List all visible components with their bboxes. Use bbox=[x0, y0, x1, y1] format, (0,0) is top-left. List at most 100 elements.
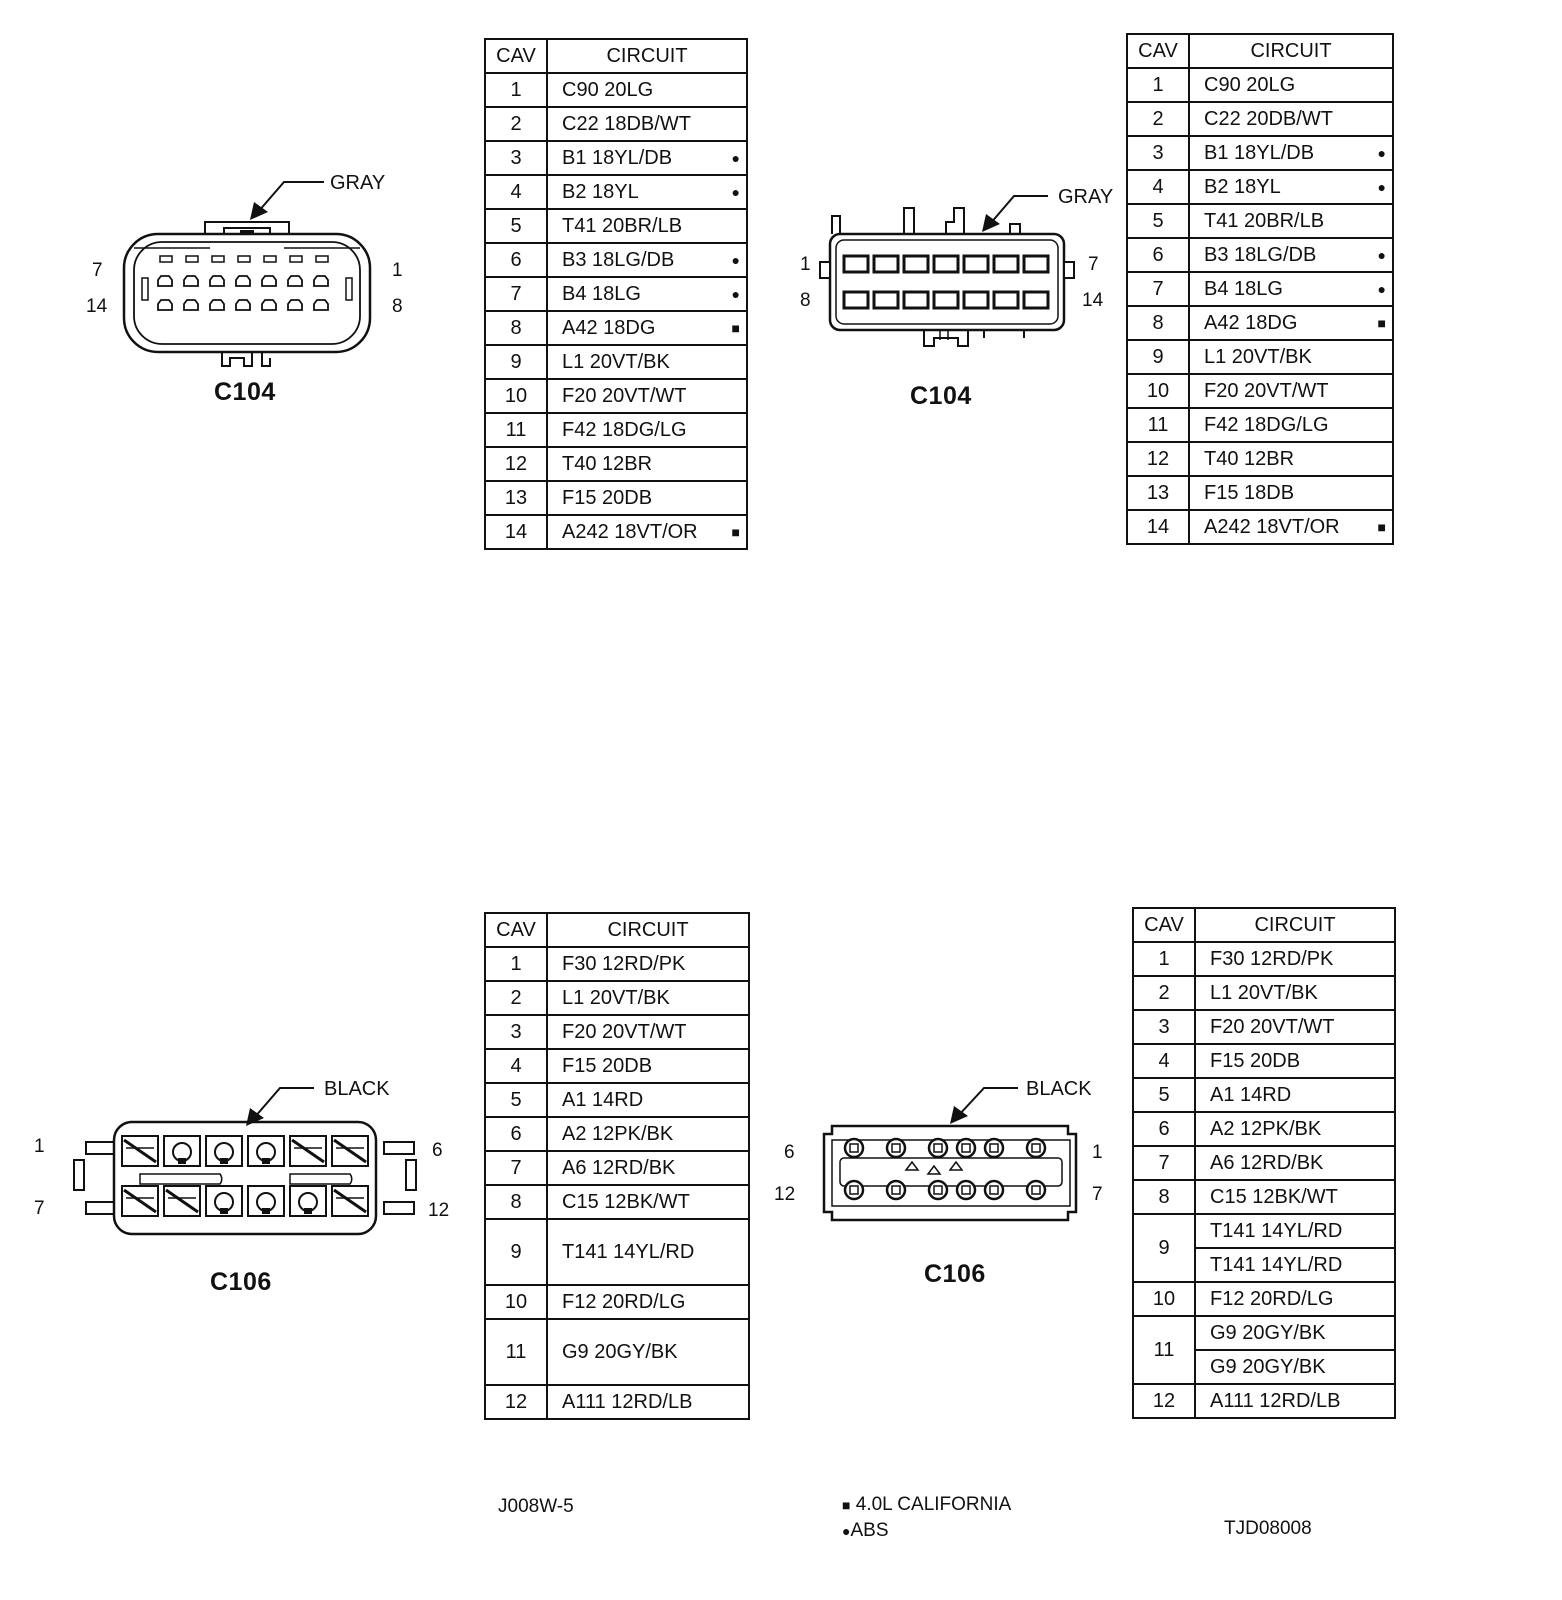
figure-code-right: TJD08008 bbox=[1224, 1518, 1312, 1539]
pin-terminal bbox=[235, 275, 251, 287]
circuit-text: T41 20BR/LB bbox=[1204, 209, 1325, 232]
cav-header: CAV bbox=[1126, 33, 1190, 69]
table-header-row: CAV CIRCUIT bbox=[1126, 33, 1394, 69]
circuit-cell: F12 20RD/LG bbox=[546, 1284, 750, 1320]
square-marker-icon: ■ bbox=[731, 320, 740, 336]
circuit-cell: T40 12BR bbox=[546, 446, 748, 482]
circuit-cell: B3 18LG/DB● bbox=[546, 242, 748, 278]
cav-cell: 12 bbox=[484, 446, 548, 482]
cav-cell: 13 bbox=[1126, 475, 1190, 511]
dot-marker-icon: ● bbox=[842, 1523, 851, 1539]
pin-cavity bbox=[842, 254, 870, 274]
cav-cell: 11 bbox=[484, 1318, 548, 1386]
cav-cell: 4 bbox=[484, 1048, 548, 1084]
slot bbox=[315, 255, 329, 263]
socket-center bbox=[933, 1143, 943, 1153]
blade-terminal bbox=[165, 1188, 199, 1214]
legend-text: ABS bbox=[850, 1520, 889, 1541]
circuit-text: T41 20BR/LB bbox=[562, 214, 683, 237]
pin-terminal bbox=[287, 299, 303, 311]
c104-female-pin-label-top-right: 7 bbox=[1088, 254, 1099, 275]
socket-center bbox=[1031, 1185, 1041, 1195]
key-mark bbox=[948, 1160, 964, 1171]
cav-cell: 7 bbox=[484, 1150, 548, 1186]
circuit-cell: C22 20DB/WT bbox=[1188, 101, 1394, 137]
c106-female-pin-label-top-left: 6 bbox=[784, 1142, 795, 1163]
cav-cell: 4 bbox=[1126, 169, 1190, 205]
pin-terminal bbox=[157, 275, 173, 287]
cav-cell: 6 bbox=[1126, 237, 1190, 273]
pin-cavity bbox=[992, 290, 1020, 310]
c104-female-connector-drawing bbox=[819, 207, 1075, 347]
cav-cell: 3 bbox=[484, 140, 548, 176]
circuit-text: A242 18VT/OR bbox=[1204, 515, 1340, 538]
blade-terminal bbox=[123, 1138, 157, 1164]
pin-terminal bbox=[313, 299, 329, 311]
cav-cell: 3 bbox=[484, 1014, 548, 1050]
dot-marker-icon: ● bbox=[731, 150, 740, 166]
circuit-cell: F15 20DB bbox=[546, 1048, 750, 1084]
slot bbox=[263, 255, 277, 263]
c104-male-pin-label-bottom-left: 14 bbox=[86, 296, 108, 317]
c104-male-pin-label-top-left: 7 bbox=[92, 260, 103, 281]
pin-terminal bbox=[209, 299, 225, 311]
cav-cell: 7 bbox=[1132, 1145, 1196, 1181]
c104-female-color-label: GRAY bbox=[1058, 186, 1114, 208]
socket-center bbox=[961, 1143, 971, 1153]
dot-marker-icon: ● bbox=[731, 184, 740, 200]
c106-male-pin-label-bottom-right: 12 bbox=[428, 1200, 450, 1221]
cav-cell: 3 bbox=[1132, 1009, 1196, 1045]
cav-cell: 8 bbox=[484, 1184, 548, 1220]
circuit-cell: B4 18LG● bbox=[546, 276, 748, 312]
circuit-cell: F30 12RD/PK bbox=[1194, 941, 1396, 977]
dot-marker-icon: ● bbox=[731, 286, 740, 302]
cav-cell: 1 bbox=[1132, 941, 1196, 977]
square-marker-icon: ■ bbox=[842, 1497, 851, 1513]
c106-male-pin-label-top-right: 6 bbox=[432, 1140, 443, 1161]
table-row: G9 20GY/BK bbox=[1133, 1349, 1396, 1385]
cav-cell: 11 bbox=[1132, 1315, 1196, 1385]
circuit-header: CIRCUIT bbox=[1188, 33, 1394, 69]
cavity-cell bbox=[205, 1135, 243, 1167]
cav-cell: 9 bbox=[484, 344, 548, 380]
legend-item-california: ■ 4.0L CALIFORNIA bbox=[842, 1492, 1011, 1518]
circuit-cell: A242 18VT/OR■ bbox=[1188, 509, 1394, 545]
socket-center bbox=[891, 1185, 901, 1195]
key-mark bbox=[926, 1164, 942, 1175]
socket-center bbox=[849, 1143, 859, 1153]
circuit-cell: F42 18DG/LG bbox=[1188, 407, 1394, 443]
socket-center bbox=[989, 1143, 999, 1153]
cav-cell: 8 bbox=[1126, 305, 1190, 341]
socket-center bbox=[989, 1185, 999, 1195]
circuit-cell: B1 18YL/DB● bbox=[1188, 135, 1394, 171]
cav-cell: 7 bbox=[1126, 271, 1190, 307]
circuit-cell: L1 20VT/BK bbox=[546, 344, 748, 380]
cav-cell: 11 bbox=[1126, 407, 1190, 443]
terminal-lock bbox=[220, 1208, 228, 1214]
socket-center bbox=[1031, 1143, 1041, 1153]
circuit-cell: A6 12RD/BK bbox=[1194, 1145, 1396, 1181]
c106-male-connector-drawing bbox=[73, 1120, 417, 1236]
circuit-cell: A6 12RD/BK bbox=[546, 1150, 750, 1186]
cav-cell: 2 bbox=[484, 106, 548, 142]
c106-female-pin-label-top-right: 1 bbox=[1092, 1142, 1103, 1163]
cav-cell: 12 bbox=[1132, 1383, 1196, 1419]
